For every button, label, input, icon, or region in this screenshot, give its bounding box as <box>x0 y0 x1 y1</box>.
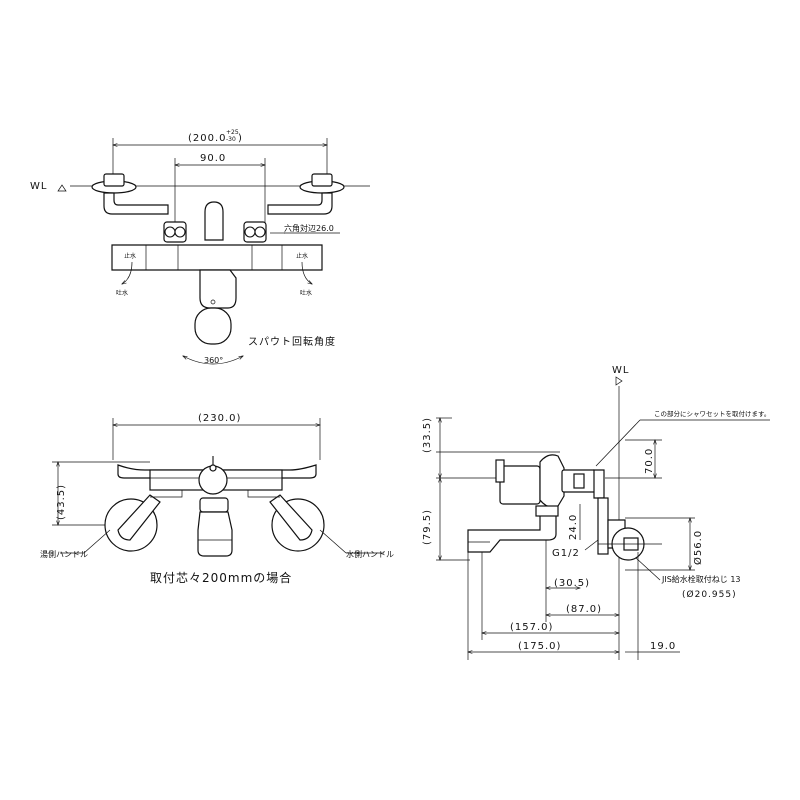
dim-overall-close: ) <box>238 133 243 144</box>
thread-label: G1/2 <box>552 548 580 559</box>
hex-size-label: 六角対辺26.0 <box>284 223 334 233</box>
front-view: (230.0) (43.5) 湯側ハンドル 水側ハンドル 取付芯々200mmの場… <box>40 413 394 585</box>
jis-thread-label: JIS給水栓取付ねじ 13 <box>661 574 741 584</box>
dim-56: Ø56.0 <box>692 530 704 565</box>
dim-19: 19.0 <box>650 641 676 652</box>
rotation-angle: 360° <box>204 356 223 365</box>
dim-30-5: (30.5) <box>554 578 590 589</box>
jis-thread-dim: (Ø20.955) <box>682 589 737 600</box>
dim-175: (175.0) <box>518 641 561 652</box>
dim-front-height: (43.5) <box>56 484 67 520</box>
shower-note: この部分にシャワセットを取付けます。 <box>654 409 770 418</box>
cold-handle-label: 水側ハンドル <box>346 549 394 559</box>
dim-157: (157.0) <box>510 622 553 633</box>
wl-label-side: WL <box>612 365 629 376</box>
dim-overall-width: (200.0 <box>188 133 227 144</box>
open-label-right: 吐水 <box>300 289 312 297</box>
dim-79-5: (79.5) <box>422 509 433 545</box>
stop-label-right: 止水 <box>296 252 308 260</box>
dim-24: 24.0 <box>568 514 579 540</box>
dim-overall-tol-plus: +25 <box>226 129 239 136</box>
spout-rotation-label: スパウト回転角度 <box>248 335 336 348</box>
side-view: WL この部分にシャワセットを取付けます。 (33.5) (79.5) <box>422 365 770 660</box>
top-view: (200.0 +25 -30 ) 90.0 WL 六角対辺26.0 <box>30 129 370 365</box>
dim-70: 70.0 <box>644 448 655 474</box>
dim-front-width: (230.0) <box>198 413 241 424</box>
open-label-left: 吐水 <box>116 289 128 297</box>
dim-center-spacing: 90.0 <box>200 153 226 164</box>
wl-label-top: WL <box>30 181 47 192</box>
dim-overall-tol-minus: -30 <box>226 136 236 143</box>
dim-33-5: (33.5) <box>422 417 433 453</box>
dim-87: (87.0) <box>566 604 602 615</box>
mounting-caption: 取付芯々200mmの場合 <box>150 570 292 585</box>
hot-handle-label: 湯側ハンドル <box>40 549 88 559</box>
stop-label-left: 止水 <box>124 252 136 260</box>
